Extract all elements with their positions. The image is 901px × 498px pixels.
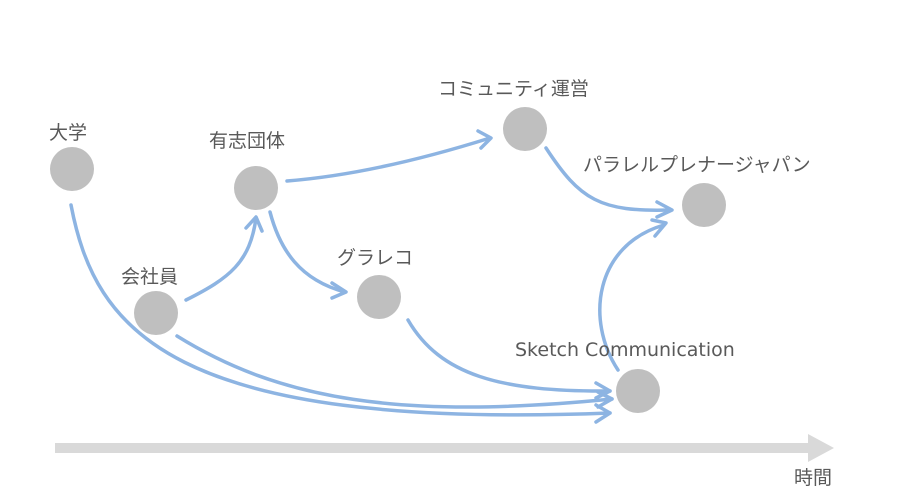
label-university: 大学 [49, 122, 88, 144]
arrowhead-parallel-planner-2 [650, 218, 668, 238]
arrowhead-community [476, 129, 493, 150]
arrowhead-sketch-1 [594, 381, 612, 400]
node-parallel-planner [682, 183, 726, 227]
label-volunteer: 有志団体 [209, 130, 286, 152]
node-community [503, 107, 547, 151]
edge-employee-to-volunteer [184, 216, 258, 302]
edge-volunteer-to-community [285, 136, 492, 183]
arrowhead-parallel-planner-1 [655, 200, 674, 219]
edge-volunteer-to-graphic-recording [268, 210, 347, 294]
arrowhead-graphic-recording [330, 281, 348, 300]
node-employee [134, 291, 178, 335]
node-university [50, 147, 94, 191]
edge-sketch-to-parallel-planner [598, 223, 666, 372]
edge-community-to-parallel-planner [544, 146, 672, 212]
edge-employee-to-sketch [175, 334, 614, 409]
timeline-arrow [55, 434, 834, 462]
label-employee: 会社員 [121, 266, 179, 288]
arrowhead-volunteer [244, 215, 264, 233]
timeline-label: 時間 [794, 467, 833, 489]
edge-graphic-recording-to-sketch [406, 318, 612, 393]
label-sketch-communication: Sketch Communication [515, 339, 735, 361]
edge-university-to-sketch [69, 203, 612, 417]
node-sketch-communication [616, 369, 660, 413]
node-volunteer [234, 166, 278, 210]
label-parallel-planner: パラレルプレナージャパン [583, 154, 811, 176]
label-community: コミュニティ運営 [438, 78, 589, 100]
label-graphic-recording: グラレコ [337, 247, 414, 269]
arrowhead-sketch-2 [596, 390, 614, 409]
arrowhead-sketch-3 [594, 403, 612, 424]
node-graphic-recording [357, 275, 401, 319]
